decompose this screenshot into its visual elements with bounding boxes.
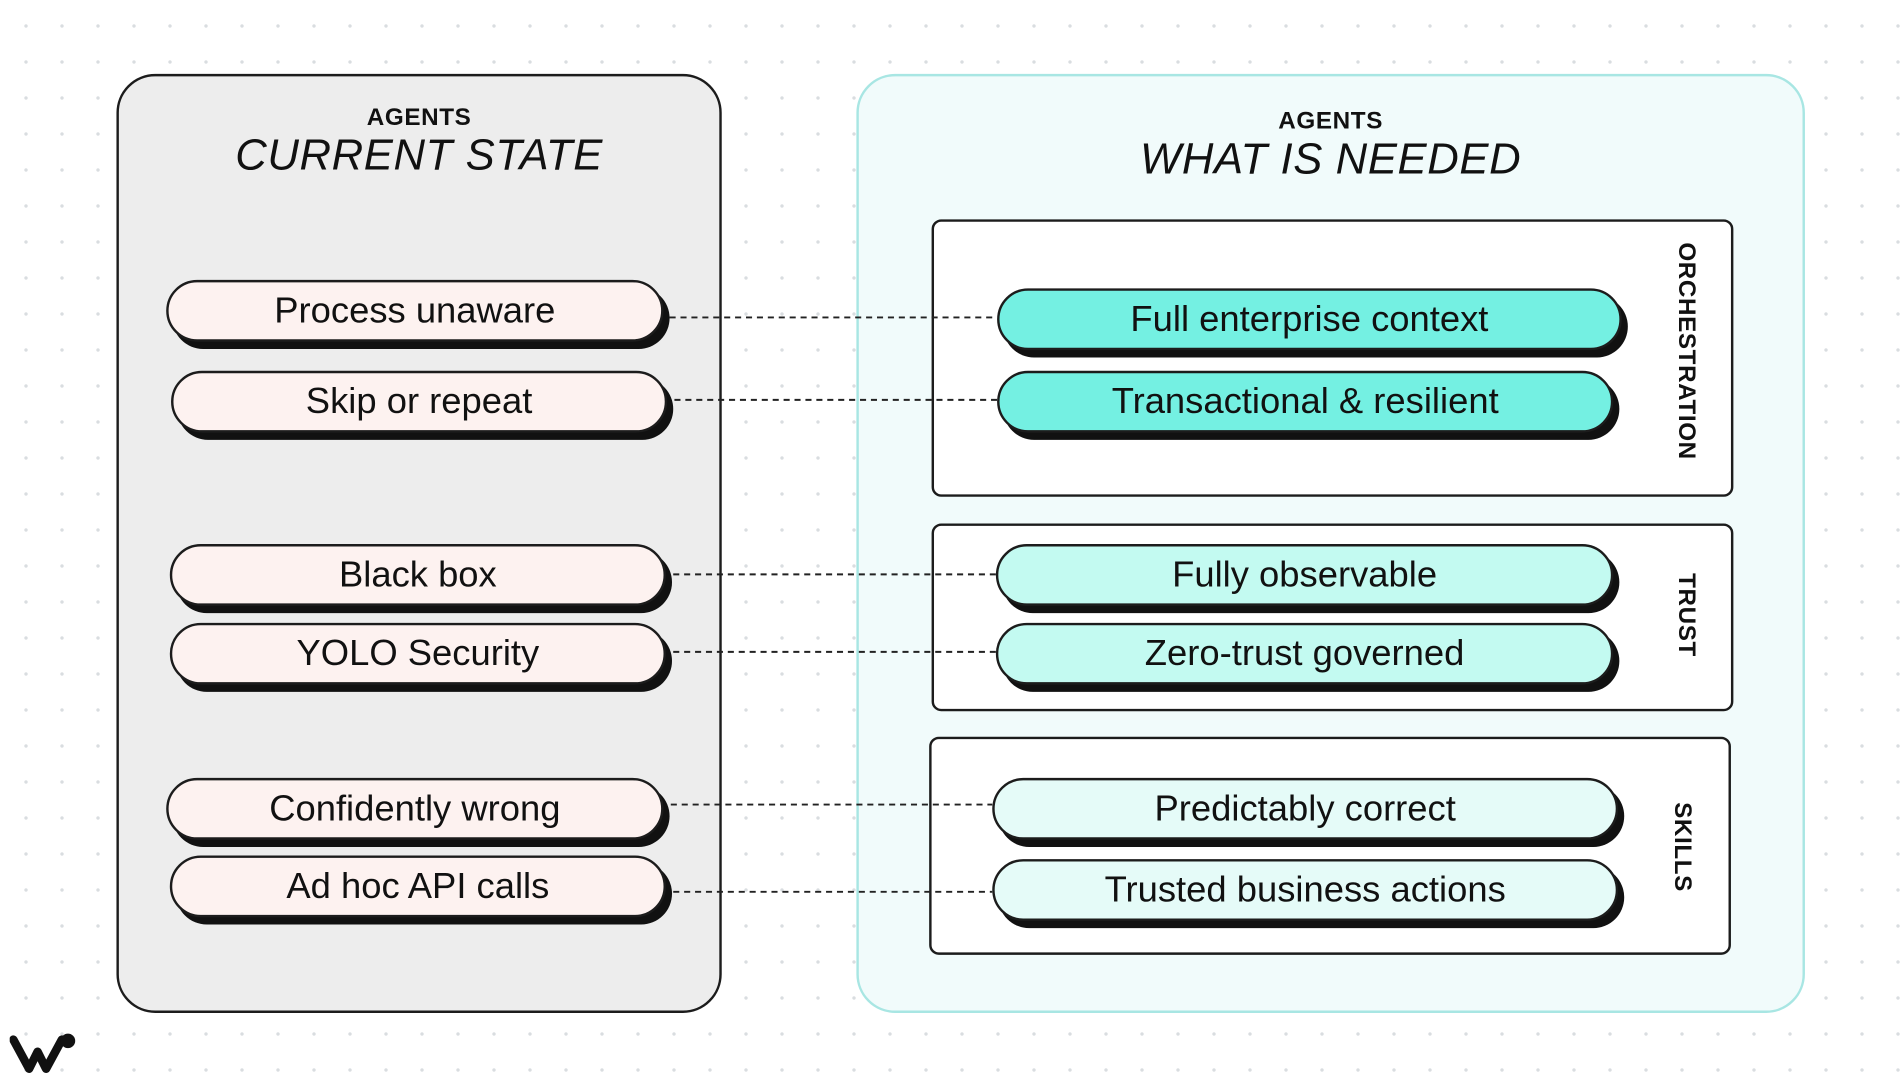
orchestration-group-label: ORCHESTRATION — [1672, 242, 1700, 460]
trust-item: Zero-trust governed — [995, 622, 1614, 685]
orchestration-item: Full enterprise context — [997, 288, 1622, 351]
current-state-heading: AGENTS CURRENT STATE — [116, 104, 721, 179]
trust-group-label: TRUST — [1672, 573, 1700, 657]
current-state-item: Black box — [169, 544, 666, 606]
current-state-title: CURRENT STATE — [235, 129, 603, 180]
current-state-item: YOLO Security — [169, 622, 666, 685]
w-logo-icon — [9, 1033, 76, 1073]
current-state-item: Confidently wrong — [166, 777, 664, 840]
orchestration-group — [931, 219, 1734, 497]
skills-item: Predictably correct — [992, 777, 1619, 840]
trust-item: Fully observable — [995, 544, 1614, 606]
what-is-needed-title: WHAT IS NEEDED — [1139, 133, 1522, 183]
skills-item: Trusted business actions — [992, 859, 1619, 921]
current-state-item: Ad hoc API calls — [169, 855, 666, 918]
skills-group-label: SKILLS — [1669, 802, 1696, 892]
current-state-item: Process unaware — [166, 279, 664, 342]
orchestration-item: Transactional & resilient — [997, 370, 1614, 433]
current-state-kicker: AGENTS — [366, 104, 472, 131]
what-is-needed-kicker: AGENTS — [1278, 107, 1384, 135]
what-is-needed-heading: AGENTS WHAT IS NEEDED — [856, 108, 1805, 183]
current-state-item: Skip or repeat — [171, 370, 668, 433]
